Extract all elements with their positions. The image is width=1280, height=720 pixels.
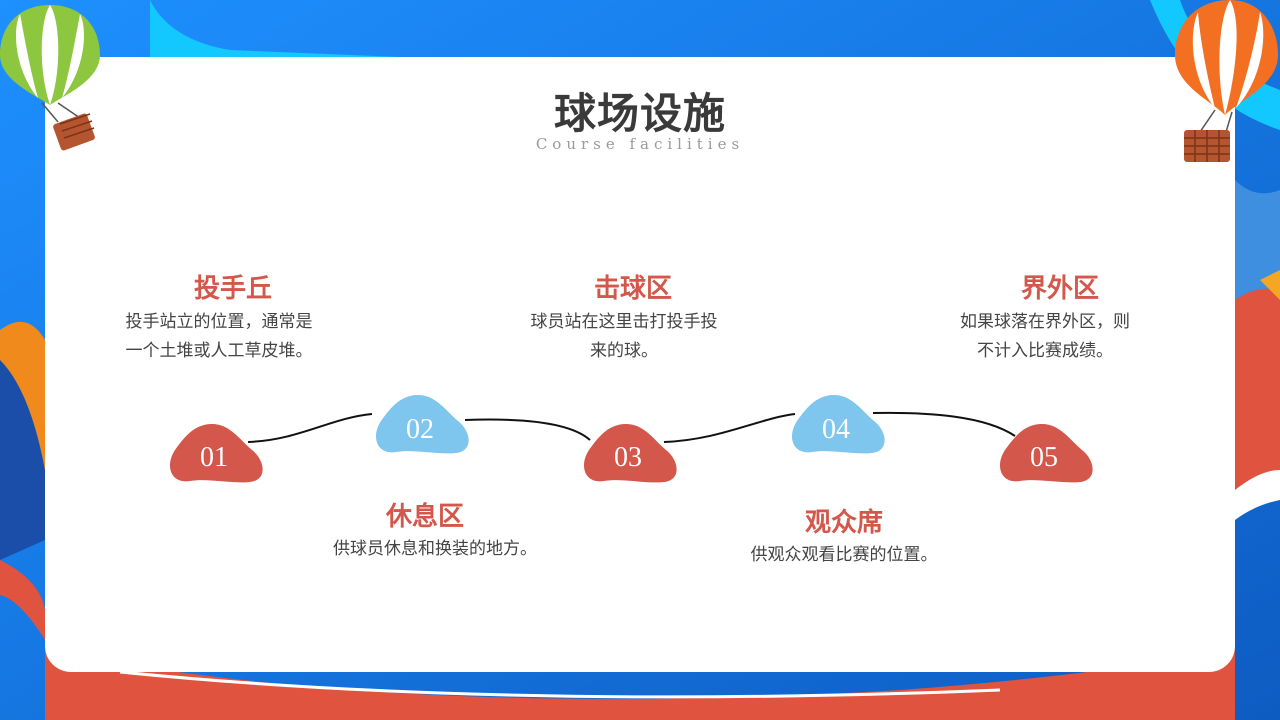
step-04-blob: 04 <box>792 395 885 454</box>
step-01-description: 投手站立的位置，通常是一个土堆或人工草皮堆。 <box>125 312 313 361</box>
step-03-blob: 03 <box>584 424 677 483</box>
step-02-blob: 02 <box>376 395 469 454</box>
step-02-heading: 休息区 <box>385 502 464 532</box>
step-04-heading: 观众席 <box>804 508 883 538</box>
step-05-blob: 05 <box>1000 424 1093 483</box>
page-title: 球场设施 <box>553 89 726 138</box>
step-02-number: 02 <box>406 414 434 445</box>
step-01-number: 01 <box>200 442 228 473</box>
content-card <box>45 57 1235 672</box>
step-01-blob: 01 <box>170 424 263 483</box>
step-02-description: 供球员休息和换装的地方。 <box>333 539 537 559</box>
step-04-description: 供观众观看比赛的位置。 <box>750 545 938 565</box>
hot-air-balloon-left-icon <box>0 5 100 151</box>
step-05-number: 05 <box>1030 442 1058 473</box>
step-04-number: 04 <box>822 414 850 445</box>
step-05-heading: 界外区 <box>1020 274 1099 304</box>
step-05-description: 如果球落在界外区，则不计入比赛成绩。 <box>960 312 1130 361</box>
step-03-description: 球员站在这里击打投手投来的球。 <box>530 312 718 361</box>
step-03-number: 03 <box>614 442 642 473</box>
step-01-heading: 投手丘 <box>193 274 272 304</box>
step-03-heading: 击球区 <box>593 274 672 304</box>
hot-air-balloon-right-icon <box>1175 0 1278 162</box>
page-subtitle: Course facilities <box>535 135 745 153</box>
timeline-connectors <box>247 411 1016 443</box>
